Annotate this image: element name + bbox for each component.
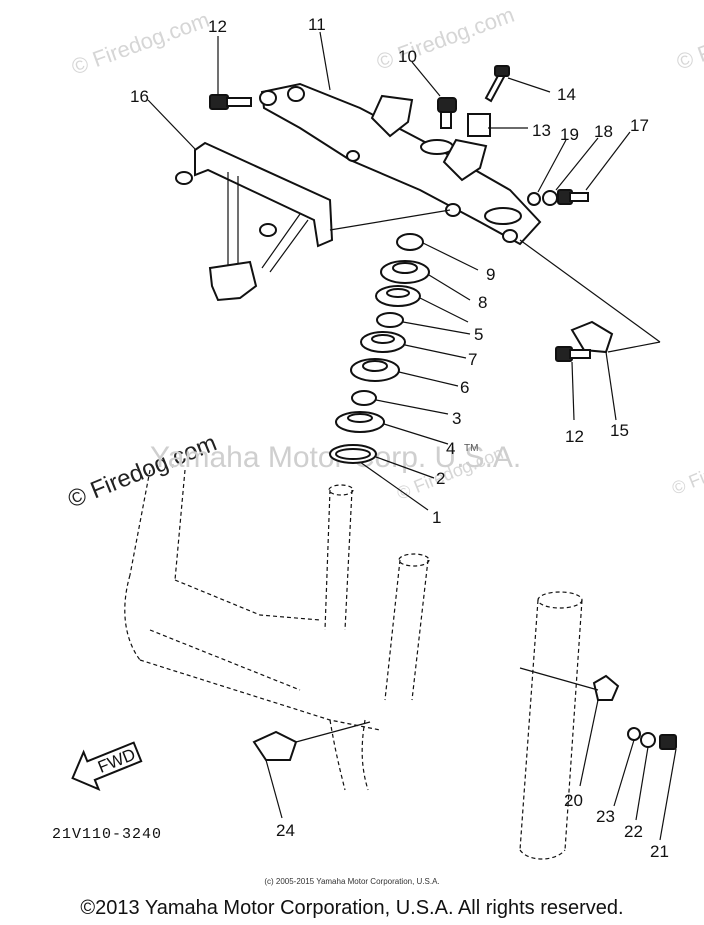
- callout-18: 18: [594, 122, 613, 141]
- callout-21: 21: [650, 842, 669, 861]
- meter-bracket: [175, 141, 334, 302]
- callout-19: 19: [560, 125, 579, 144]
- handlebar-holders: [370, 94, 488, 182]
- fork-tube: [519, 591, 583, 860]
- callout-23: 23: [596, 807, 615, 826]
- callout-17: 17: [630, 116, 649, 135]
- leader-lines: [147, 31, 677, 841]
- watermark-firedog-3: © Firedog.com: [673, 2, 704, 75]
- bearing-stack: [329, 233, 430, 464]
- lower-parts: [252, 674, 677, 761]
- callout-15: 15: [610, 421, 629, 440]
- diagram-code: 21V110-3240: [52, 826, 162, 843]
- callout-12-right: 12: [565, 427, 584, 446]
- callout-8: 8: [478, 293, 487, 312]
- callout-20: 20: [564, 791, 583, 810]
- watermark-firedog-2: © Firedog.com: [373, 2, 517, 75]
- callout-11: 11: [308, 15, 326, 34]
- fwd-arrow: FWD: [71, 741, 143, 792]
- bolts: [209, 65, 589, 206]
- watermark-firedog-1: © Firedog.com: [68, 7, 212, 80]
- callouts: 1 2 3 4 5 6 7 8 9 10 11 12 12 13 14 15 1…: [130, 15, 669, 861]
- callout-12-top: 12: [208, 17, 227, 36]
- callout-5: 5: [474, 325, 483, 344]
- callout-9: 9: [486, 265, 495, 284]
- callout-22: 22: [624, 822, 643, 841]
- callout-6: 6: [460, 378, 469, 397]
- callout-16: 16: [130, 87, 149, 106]
- footer-copyright: ©2013 Yamaha Motor Corporation, U.S.A. A…: [80, 897, 623, 919]
- frame-outline: [124, 469, 430, 791]
- callout-1: 1: [432, 508, 441, 527]
- watermark-tm: TM: [464, 443, 478, 454]
- watermark-layer: © Firedog.com © Firedog.com © Firedog.co…: [64, 2, 704, 514]
- callout-2: 2: [436, 469, 445, 488]
- callout-14: 14: [557, 85, 576, 104]
- callout-3: 3: [452, 409, 461, 428]
- callout-13: 13: [532, 121, 551, 140]
- right-clamp: [555, 320, 614, 362]
- copyright-small: (c) 2005-2015 Yamaha Motor Corporation, …: [264, 877, 439, 886]
- callout-7: 7: [468, 350, 477, 369]
- callout-4: 4: [446, 439, 455, 458]
- watermark-firedog-6: © Firedog.com: [669, 436, 704, 499]
- callout-24: 24: [276, 821, 295, 840]
- callout-10: 10: [398, 47, 417, 66]
- upper-bracket: [259, 82, 542, 246]
